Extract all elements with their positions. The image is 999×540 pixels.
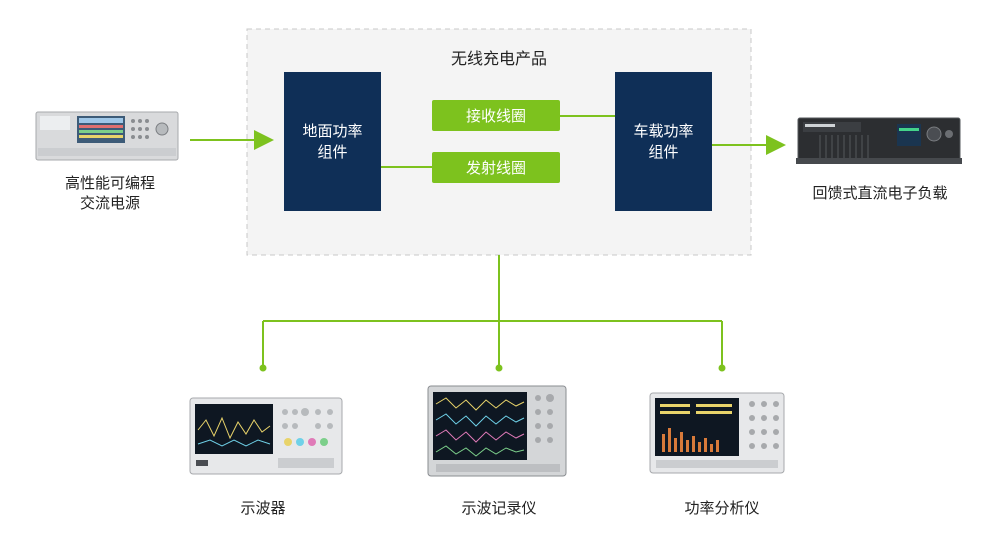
power-analyzer-label: 功率分析仪: [684, 499, 760, 517]
tree-node-analyzer: [718, 364, 726, 372]
recorder-label: 示波记录仪: [461, 499, 537, 517]
power-analyzer-image: [649, 392, 785, 474]
receive-coil: 接收线圈: [432, 100, 560, 131]
ground-module-line1: 地面功率: [302, 121, 363, 140]
power-supply-label: 高性能可编程 交流电源: [30, 173, 190, 213]
ac-power-supply-image: [35, 111, 179, 161]
vehicle-power-module: 车载功率 组件: [615, 72, 712, 211]
transmit-coil: 发射线圈: [432, 152, 560, 183]
oscilloscope-image: [189, 397, 343, 475]
dc-load-image: [796, 117, 962, 164]
power-supply-label-line1: 高性能可编程: [64, 174, 155, 192]
recorder-image: [427, 385, 567, 477]
dc-load-label: 回馈式直流电子负载: [812, 184, 948, 202]
measurement-tree: [262, 255, 723, 368]
tree-node-oscilloscope: [259, 364, 267, 372]
ground-module-line2: 组件: [317, 142, 348, 161]
oscilloscope-label: 示波器: [240, 499, 286, 517]
power-supply-label-line2: 交流电源: [79, 194, 140, 212]
vehicle-module-line1: 车载功率: [633, 121, 694, 140]
vehicle-module-line2: 组件: [648, 142, 679, 161]
product-group-title: 无线充电产品: [450, 49, 547, 68]
tree-node-recorder: [495, 364, 503, 372]
ground-power-module: 地面功率 组件: [284, 72, 381, 211]
